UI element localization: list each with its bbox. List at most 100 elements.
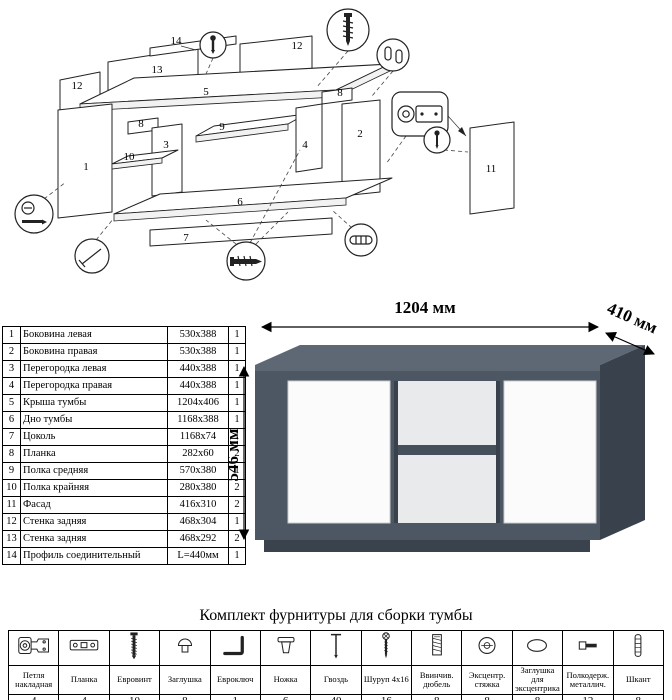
parts-name: Профиль соединительный [20,547,168,565]
plinth-7 [149,217,333,247]
parts-name: Боковина левая [20,326,168,344]
left-door [287,380,391,524]
parts-size: 1204x406 [167,394,229,412]
parts-size: L=440мм [167,547,229,565]
euroscrew-icon [108,630,161,666]
part-number-label: 10 [124,151,136,163]
cam-icon [461,630,513,666]
hardware-item-name: Шкант [612,665,664,695]
right-door [503,380,597,524]
hardware-item-qty: 8 [511,693,564,700]
parts-size: 440x388 [167,377,229,395]
cabinet-top-face [255,345,645,365]
callout-dowels [376,38,410,72]
hardware-item-qty: 8 [461,693,513,700]
leg-icon [259,630,312,666]
callout-euroscrew [326,8,370,52]
cabinet-plinth [264,540,590,552]
parts-num: 4 [2,377,21,395]
bottom-panel-edge [113,197,347,222]
callout-minifix [199,31,227,59]
part-number-label: 3 [163,139,169,151]
part-number-label: 12 [72,80,83,92]
parts-num: 10 [2,479,21,497]
hardware-item-qty: 12 [562,693,614,700]
assembly-guide-lines [43,50,469,245]
parts-size: 440x388 [167,360,229,378]
label-leader-lines [180,45,467,137]
shelf-side-edge [111,157,163,170]
hardware-item-name: Ножка [259,665,312,695]
parts-num: 14 [2,547,21,565]
cabinet-top-edge-highlight [255,365,600,371]
parts-size: 280x380 [167,479,229,497]
side-panel-left-1 [57,103,113,219]
shelf-middle-edge [195,123,289,143]
middle-shelf [398,445,496,455]
hardware-quantities-row: 44108164016888128 [7,693,664,700]
parts-name: Фасад [20,496,168,514]
plate-icon [58,630,110,666]
hardware-item-qty: 10 [108,693,161,700]
parts-name: Дно тумбы [20,411,168,429]
parts-name: Цоколь [20,428,168,446]
parts-num: 11 [2,496,21,514]
part-number-label: 4 [302,139,308,151]
hardware-item-qty: 1 [209,693,261,700]
parts-num: 2 [2,343,21,361]
parts-num: 1 [2,326,21,344]
parts-name: Крыша тумбы [20,394,168,412]
hardware-item-name: Заглушка для эксцентрика [511,665,564,695]
parts-size: 530x388 [167,343,229,361]
parts-num: 13 [2,530,21,548]
hardware-item-name: Полкодерж. металлич. [562,665,614,695]
parts-name: Перегородка левая [20,360,168,378]
parts-name: Боковина правая [20,343,168,361]
parts-name: Полка крайняя [20,479,168,497]
dim-width: 1204 мм [260,298,600,333]
parts-name: Планка [20,445,168,463]
hardware-item-name: Петля накладная [7,665,60,695]
nail-icon [310,630,362,666]
hardware-kit-title: Комплект фурнитуры для сборки тумбы [199,607,473,624]
callout-eccentric [14,194,54,234]
parts-name: Стенка задняя [20,530,168,548]
parts-size: 530x388 [167,326,229,344]
hardware-item-qty: 40 [310,693,362,700]
screw-icon [360,630,413,666]
dowel-icon [612,630,664,666]
plank-8-left [127,117,159,135]
callout-dowel [344,223,378,257]
part-number-label: 8 [337,87,343,99]
parts-size: 468x304 [167,513,229,531]
dowel-insert-icon [410,630,463,666]
parts-size: 1168x388 [167,411,229,429]
shelf-support-icon [562,630,614,666]
dim-depth-label: 410 мм [604,299,660,338]
parts-size: 1168x74 [167,428,229,446]
hardware-item-qty: 8 [159,693,211,700]
hardware-item-qty: 6 [259,693,312,700]
hardware-item-qty: 8 [410,693,463,700]
parts-num: 9 [2,462,21,480]
dim-height: 546 мм [228,365,250,541]
hardware-item-name: Планка [58,665,110,695]
part-number-label: 2 [357,128,363,140]
part-number-label: 5 [203,86,209,98]
callout-euroscrew-horizontal [226,241,266,281]
parts-num: 3 [2,360,21,378]
